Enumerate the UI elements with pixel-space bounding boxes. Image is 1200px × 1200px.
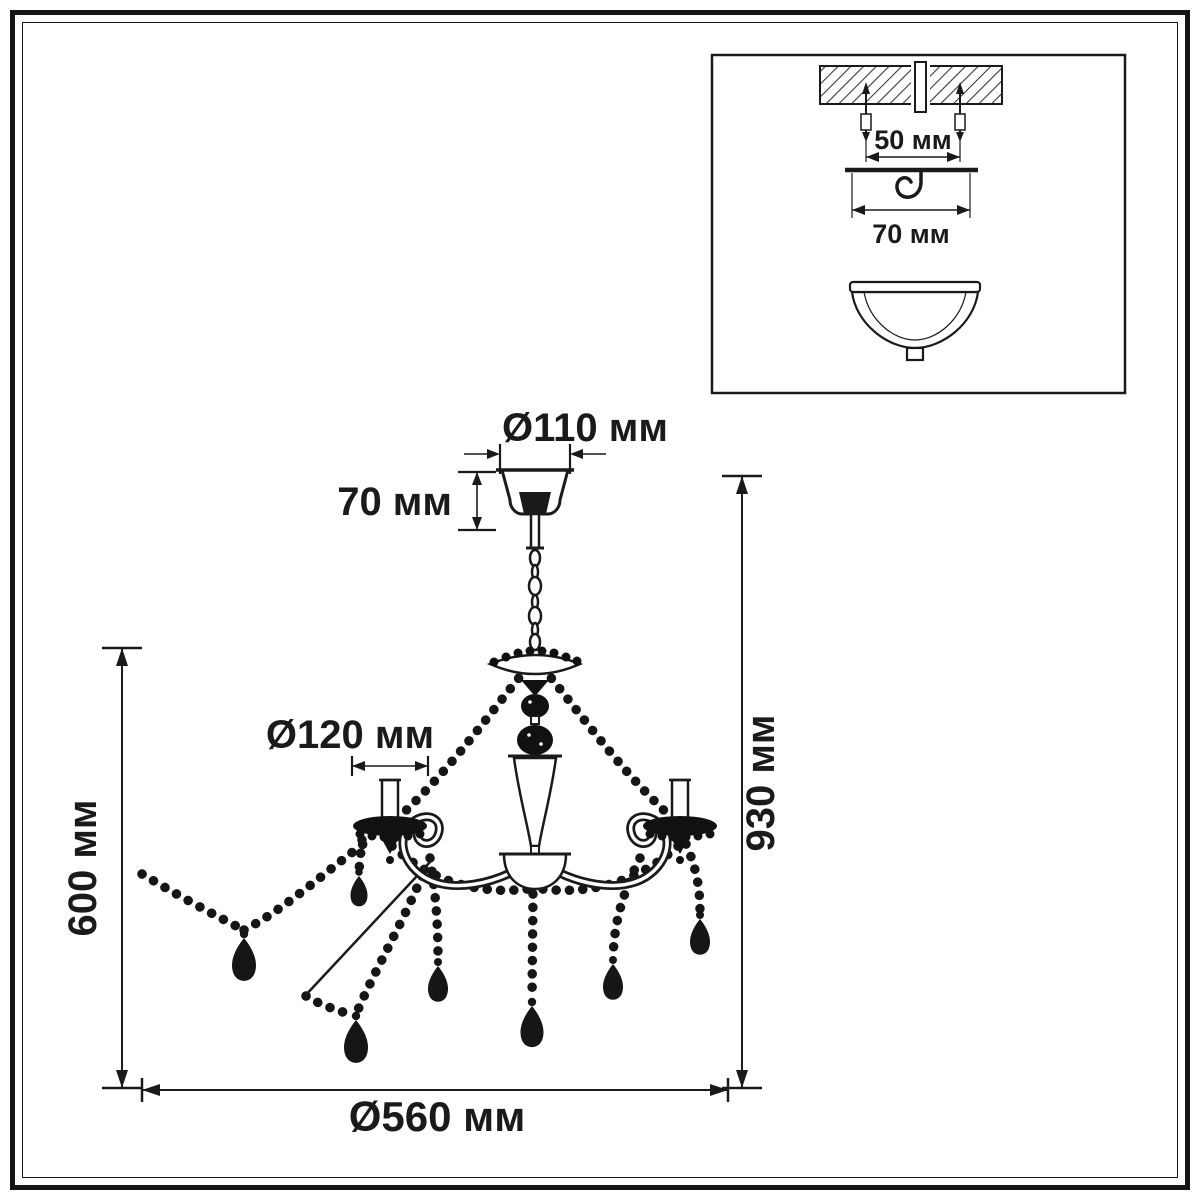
central-column [508, 694, 562, 855]
dim-canopy-height [458, 470, 496, 532]
dim-total-diameter [140, 1078, 730, 1102]
dim-socket-diameter [350, 756, 430, 776]
outer-frame [10, 10, 1190, 1190]
center-bowl [499, 852, 571, 891]
dim-canopy-diameter [464, 444, 606, 474]
total-height-label: 930 мм [739, 714, 783, 851]
support-wire [302, 861, 431, 999]
inset-dim-bracket-width [851, 173, 971, 218]
hanging-hook [895, 170, 923, 199]
ceiling-cup [848, 280, 982, 362]
canopy-diameter-label: Ø110 мм [502, 406, 668, 450]
socket-diameter-label: Ø120 мм [266, 713, 434, 757]
anchor-screws [860, 82, 966, 142]
body-height-label: 600 мм [61, 799, 105, 936]
canopy-height-label: 70 мм [337, 480, 452, 524]
candle-cup-left [353, 778, 427, 864]
inset-mounting-diagram: 50 мм 70 мм [710, 53, 1127, 395]
suspension-chain [526, 512, 544, 652]
mounting-pin [914, 61, 927, 113]
inset-screw-spacing-label: 50 мм [874, 125, 951, 155]
ceiling-section [819, 61, 1003, 113]
total-diameter-label: Ø560 мм [349, 1093, 526, 1140]
dim-body-height [102, 646, 142, 1090]
crown-ornament [486, 646, 584, 694]
inset-dim-screw-spacing [865, 140, 961, 162]
candle-cup-right [643, 778, 717, 864]
mounting-bracket [845, 167, 978, 199]
canopy [496, 468, 574, 516]
chandelier-figure [137, 468, 717, 1063]
inner-frame [22, 22, 1178, 1178]
inset-bracket-width-label: 70 мм [872, 219, 949, 249]
dimensions: Ø110 мм 70 мм Ø120 мм [61, 406, 783, 1140]
crystal-drops [232, 868, 710, 1063]
